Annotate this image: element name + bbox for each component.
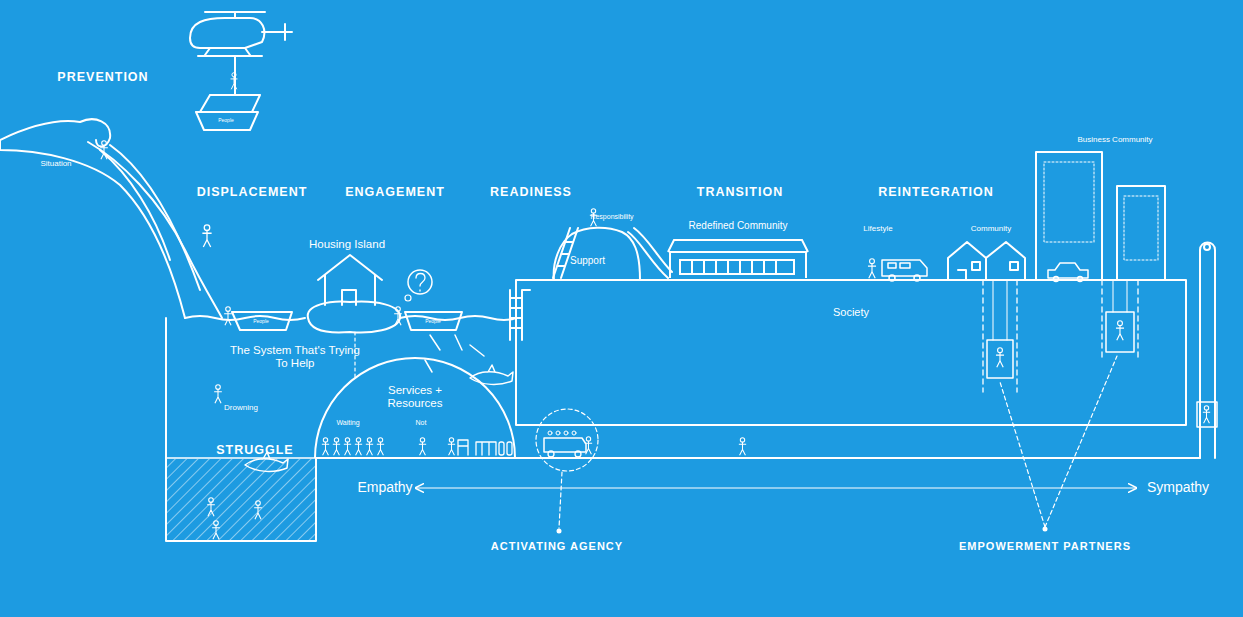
annotation-label: Drowning — [224, 404, 258, 413]
stage-heading: REINTEGRATION — [878, 186, 994, 200]
annotation-label: Responsibility — [590, 213, 633, 221]
stage-heading: ACTIVATING AGENCY — [491, 540, 623, 552]
stage-heading: TRANSITION — [697, 186, 783, 200]
support-rock-outline — [552, 222, 642, 280]
annotation-label: People — [253, 319, 269, 325]
annotation-label: Housing Island — [309, 238, 385, 251]
stage-heading: PREVENTION — [57, 71, 148, 85]
stage-heading: DISPLACEMENT — [197, 186, 308, 200]
services-dome: Services + Resources — [315, 358, 515, 458]
annotation-label: People — [218, 118, 234, 124]
node-text: Society — [516, 306, 1186, 319]
annotation-label: Community — [971, 225, 1011, 234]
annotation-label: Not — [416, 419, 427, 427]
node-text: Redefined Community — [668, 220, 808, 232]
stage-heading: EMPOWERMENT PARTNERS — [959, 540, 1131, 552]
outline-path — [668, 240, 808, 278]
annotation-label: Business Community — [1077, 136, 1152, 145]
society-block: Society — [516, 280, 1186, 425]
node-text: Services + Resources — [370, 384, 460, 410]
annotation-label: Situation — [40, 160, 71, 169]
annotation-label: Lifestyle — [863, 225, 892, 234]
community-building: Redefined Community — [668, 218, 808, 280]
annotation-label: Waiting — [336, 419, 359, 427]
node-text: Support — [570, 255, 620, 267]
stage-heading: STRUGGLE — [216, 444, 293, 458]
outline-path — [554, 228, 640, 280]
annotation-label: The System That's Trying To Help — [230, 344, 360, 369]
annotation-label: Empathy — [357, 480, 412, 495]
annotation-label: Sympathy — [1147, 480, 1209, 495]
stage-heading: READINESS — [490, 186, 572, 200]
outline-path — [315, 358, 515, 458]
stage-heading: ENGAGEMENT — [345, 186, 445, 200]
support-rock: Support — [552, 222, 642, 280]
annotation-label: People — [425, 319, 441, 325]
